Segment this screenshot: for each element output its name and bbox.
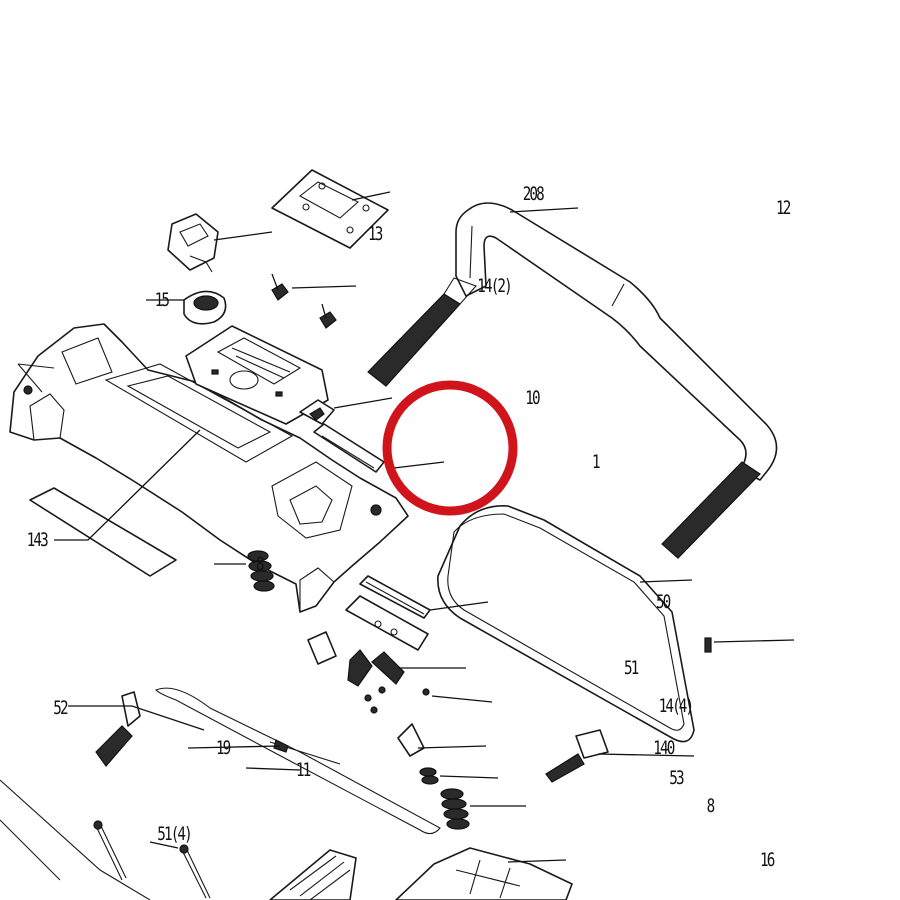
callout-13: 13 — [368, 222, 382, 245]
part-140-connector — [397, 723, 425, 757]
callout-8-lower: 8 — [707, 794, 715, 817]
callout-52-left: 52 — [53, 696, 67, 719]
callout-12: 12 — [776, 196, 790, 219]
part-53-small-spring — [419, 767, 439, 785]
part-51-bolts — [93, 820, 211, 899]
part-10-bracket — [299, 399, 335, 425]
part-console-display-housing — [185, 325, 329, 425]
callout-51: 51 — [624, 656, 638, 679]
part-8-spring-lower — [440, 788, 470, 830]
part-14-screws — [271, 273, 337, 329]
callout-51-4: 51(4) — [157, 822, 190, 845]
callout-140: 140 — [653, 736, 675, 759]
callout-14-2: 14(2) — [477, 274, 510, 297]
part-lower-frame-left — [0, 779, 357, 900]
callout-208: 208 — [523, 182, 545, 205]
callout-19: 19 — [216, 736, 230, 759]
part-15-button-cap — [183, 290, 227, 325]
part-11-pin-right — [704, 637, 712, 653]
part-52-lever-left — [95, 691, 141, 767]
callout-labels: 208 12 13 14(2) 15 10 1 143 8 141 50 11 … — [27, 182, 793, 871]
callout-16: 16 — [760, 848, 775, 871]
callout-15: 15 — [155, 288, 169, 311]
part-52-lever-right — [545, 729, 609, 783]
part-16-base-housing — [395, 847, 573, 900]
part-8-spring-upper — [247, 550, 275, 592]
part-14-screws-cluster — [364, 686, 430, 714]
part-51-control-board — [307, 595, 429, 687]
part-19-cable — [155, 687, 441, 835]
callout-11-left: 11 — [296, 758, 310, 781]
callout-14-4: 14(4) — [659, 694, 692, 717]
part-12-handlebar — [367, 202, 778, 559]
part-141-frame-loop — [437, 505, 695, 743]
callout-8-upper: 8 — [256, 552, 264, 575]
leader-lines — [54, 191, 795, 863]
part-143-label-strip — [29, 487, 177, 577]
callout-1: 1 — [592, 450, 600, 473]
part-208-cover-plate — [271, 169, 389, 249]
callout-50: 50 — [656, 590, 671, 613]
callout-10: 10 — [525, 386, 540, 409]
highlight-circle — [382, 380, 518, 516]
part-13-clip-bracket — [167, 213, 219, 273]
part-console-frame — [9, 323, 409, 613]
callout-53: 53 — [669, 766, 683, 789]
callout-143: 143 — [27, 528, 48, 551]
